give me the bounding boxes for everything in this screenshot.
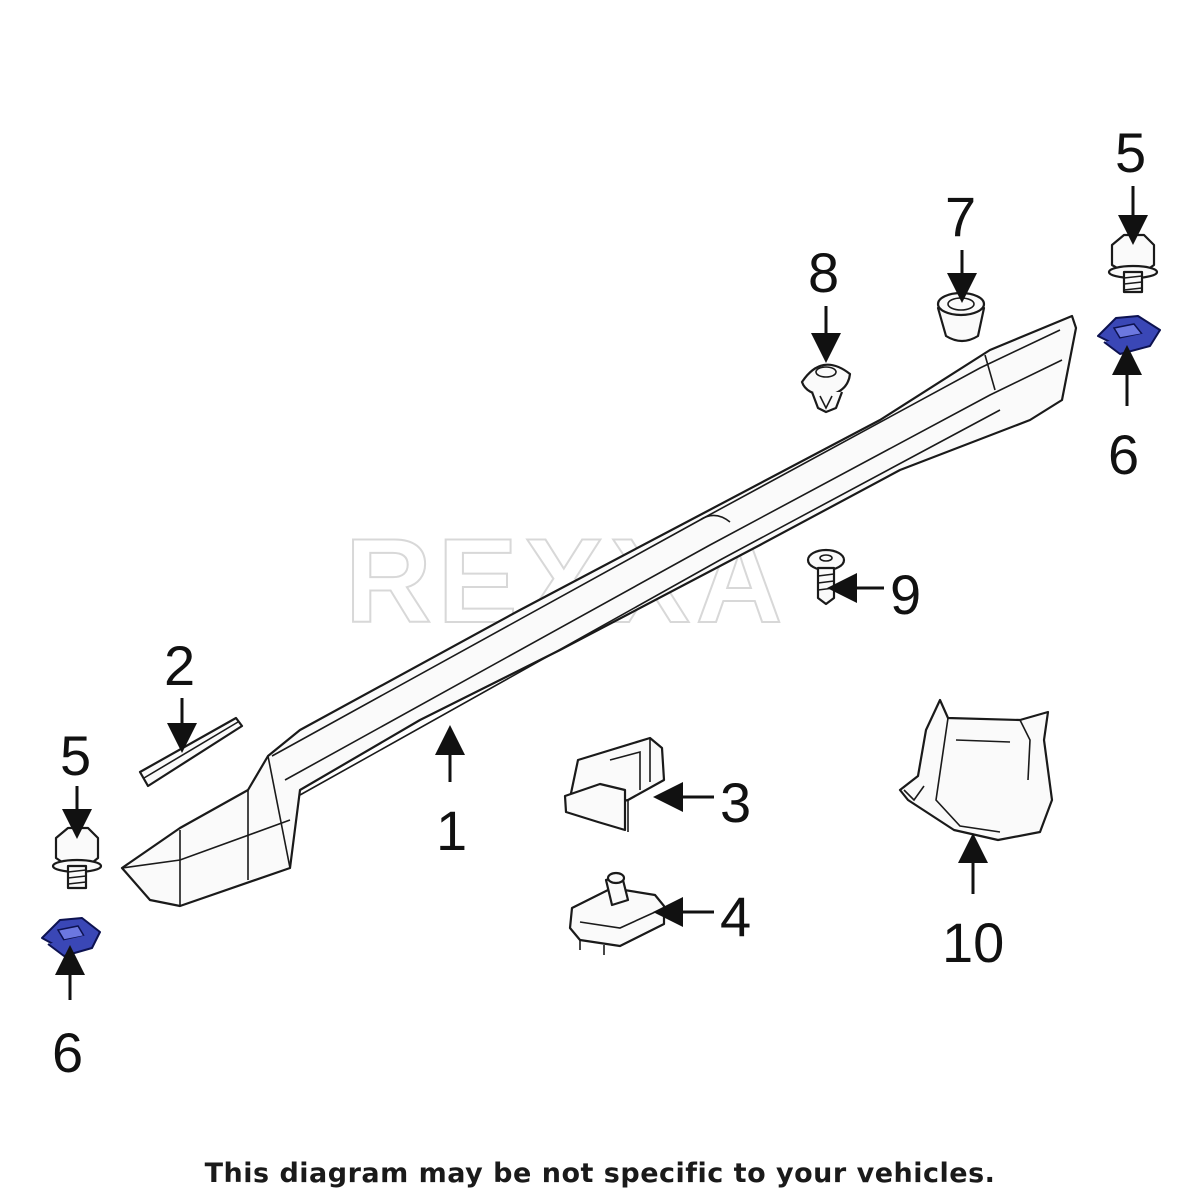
clip-nut-part-6-left: [41, 917, 101, 957]
callout-3: 3: [720, 771, 751, 834]
grommet-part-7: [936, 291, 986, 343]
stud-clip-part-4: [568, 871, 666, 955]
callout-5-right: 5: [1115, 121, 1146, 184]
clip-bracket-part-3: [563, 736, 666, 832]
disclaimer-text: This diagram may be not specific to your…: [204, 1158, 996, 1189]
rocker-panel-part-1: [120, 314, 1078, 908]
push-clip-part-8: [800, 363, 852, 414]
callout-6-right: 6: [1108, 423, 1139, 486]
callout-5-left: 5: [60, 724, 91, 787]
callout-2: 2: [164, 634, 195, 697]
screw-part-9: [806, 548, 846, 606]
callout-10: 10: [942, 911, 1004, 974]
bolt-part-5-left: [51, 826, 103, 890]
callout-1: 1: [436, 799, 467, 862]
callout-6-left: 6: [52, 1021, 83, 1084]
callout-9: 9: [890, 563, 921, 626]
trim-strip-part-2: [138, 716, 244, 788]
callout-8: 8: [808, 241, 839, 304]
bolt-part-5-right: [1107, 233, 1159, 294]
callout-7: 7: [945, 185, 976, 248]
splash-guard-part-10: [898, 698, 1054, 842]
callout-4: 4: [720, 885, 751, 948]
clip-nut-part-6-right: [1097, 315, 1161, 355]
